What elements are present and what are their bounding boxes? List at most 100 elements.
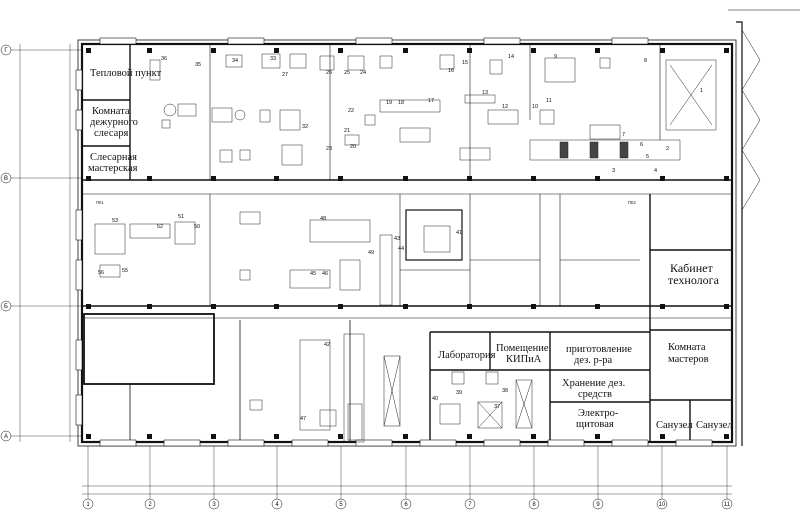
room-technologist-line2: технолога (668, 273, 720, 287)
equip-num: 52 (157, 224, 163, 230)
equip-num: 51 (178, 214, 184, 220)
room-kipia-line1: Помещение (496, 343, 549, 354)
axis-col-1: 1 (86, 502, 90, 508)
interior-walls (82, 44, 732, 442)
equip-num: 23 (326, 146, 332, 152)
axis-col-2: 2 (148, 502, 152, 508)
equip-num: 33 (270, 56, 276, 62)
axis-row-g: Г (4, 48, 8, 54)
equip-num: 37 (494, 404, 500, 410)
equip-num: 12 (502, 104, 508, 110)
outer-walls (77, 9, 800, 447)
room-disinf-prep-line1: приготовление (566, 344, 632, 355)
axis-col-7: 7 (468, 502, 472, 508)
equip-num: 7 (622, 132, 625, 138)
axis-bubbles (0, 44, 733, 510)
axis-col-5: 5 (339, 502, 343, 508)
hydrant-pk1-label: ПК1 (96, 200, 104, 205)
room-technologist-line1: Кабинет (670, 261, 713, 275)
room-locksmith-shop-line1: Слесарная (90, 152, 137, 163)
equip-num: 27 (282, 72, 288, 78)
windows (75, 37, 713, 447)
axis-row-v: В (4, 176, 8, 182)
equip-num: 20 (350, 144, 356, 150)
room-duty-locksmith-line1: Комната (92, 106, 130, 117)
room-disinf-store-line1: Хранение дез. (562, 378, 625, 389)
equip-num: 39 (456, 390, 462, 396)
equip-num: 45 (310, 271, 316, 277)
axis-col-6: 6 (404, 502, 408, 508)
room-disinf-store-line2: средств (578, 389, 612, 400)
equipment-middle (94, 211, 451, 306)
axis-col-9: 9 (596, 502, 600, 508)
equip-num: 16 (448, 68, 454, 74)
equipment-bottom (249, 333, 533, 443)
equip-num: 9 (554, 54, 557, 60)
axis-row-b: Б (4, 304, 8, 310)
dimension-lines (19, 44, 732, 495)
equip-num: 34 (232, 58, 238, 64)
room-duty-locksmith-line2: дежурного (90, 117, 138, 128)
equip-num: 2 (666, 146, 669, 152)
room-duty-locksmith-line3: слесаря (94, 128, 129, 139)
equip-num: 15 (462, 60, 468, 66)
equip-num: 35 (195, 62, 201, 68)
equip-num: 41 (456, 230, 462, 236)
equip-num: 17 (428, 98, 434, 104)
equip-num: 14 (508, 54, 514, 60)
axis-col-11: 11 (724, 502, 731, 508)
equip-num: 46 (322, 271, 328, 277)
equip-num: 49 (368, 250, 374, 256)
room-masters-line1: Комната (668, 342, 706, 353)
equip-num: 48 (320, 216, 326, 222)
equip-num: 4 (654, 168, 657, 174)
room-wc-2-label: Санузел (696, 420, 733, 431)
axis-col-8: 8 (532, 502, 536, 508)
equip-num: 18 (398, 100, 404, 106)
equip-num: 1 (700, 88, 703, 94)
equip-num: 22 (348, 108, 354, 114)
equip-num: 6 (640, 142, 643, 148)
room-wc-1-label: Санузел (656, 420, 693, 431)
room-masters-line2: мастеров (668, 354, 709, 365)
equip-num: 55 (122, 268, 128, 274)
equip-num: 26 (326, 70, 332, 76)
room-electro-line2: щитовая (576, 419, 614, 430)
equip-num: 25 (344, 70, 350, 76)
room-kipia-line2: КИПиА (506, 354, 542, 365)
equip-num: 38 (502, 388, 508, 394)
equip-num: 40 (432, 396, 438, 402)
equip-num: 36 (161, 56, 167, 62)
equip-num: 56 (98, 270, 104, 276)
equip-num: 53 (112, 218, 118, 224)
axis-col-10: 10 (659, 502, 666, 508)
room-laboratory-label: Лаборатория (438, 350, 496, 361)
equip-num: 44 (398, 246, 404, 252)
equip-num: 47 (300, 416, 306, 422)
equip-num: 8 (644, 58, 647, 64)
equip-num: 13 (482, 90, 488, 96)
axis-col-4: 4 (275, 502, 279, 508)
axis-labels: 1 2 3 4 5 6 7 8 9 10 11 Г В Б А (4, 48, 731, 508)
equip-num: 5 (646, 154, 649, 160)
room-disinf-prep-line2: дез. р-ра (574, 355, 613, 366)
axis-ticks (10, 49, 728, 500)
equip-num: 19 (386, 100, 392, 106)
structural-columns (86, 48, 729, 439)
room-labels: Тепловой пункт Комната дежурного слесаря… (88, 68, 733, 431)
room-locksmith-shop-line2: мастерская (88, 163, 138, 174)
equip-num: 24 (360, 70, 366, 76)
equip-num: 21 (344, 128, 350, 134)
equipment-top (149, 53, 717, 166)
equip-num: 43 (394, 236, 400, 242)
equip-num: 32 (302, 124, 308, 130)
equip-num: 10 (532, 104, 538, 110)
equip-num: 11 (546, 98, 552, 104)
equip-num: 42 (324, 342, 330, 348)
room-electro-line1: Электро- (578, 408, 619, 419)
equip-num: 50 (194, 224, 200, 230)
equip-num: 3 (612, 168, 615, 174)
hydrant-pk2-label: ПК2 (628, 200, 636, 205)
axis-row-a: А (4, 434, 8, 440)
